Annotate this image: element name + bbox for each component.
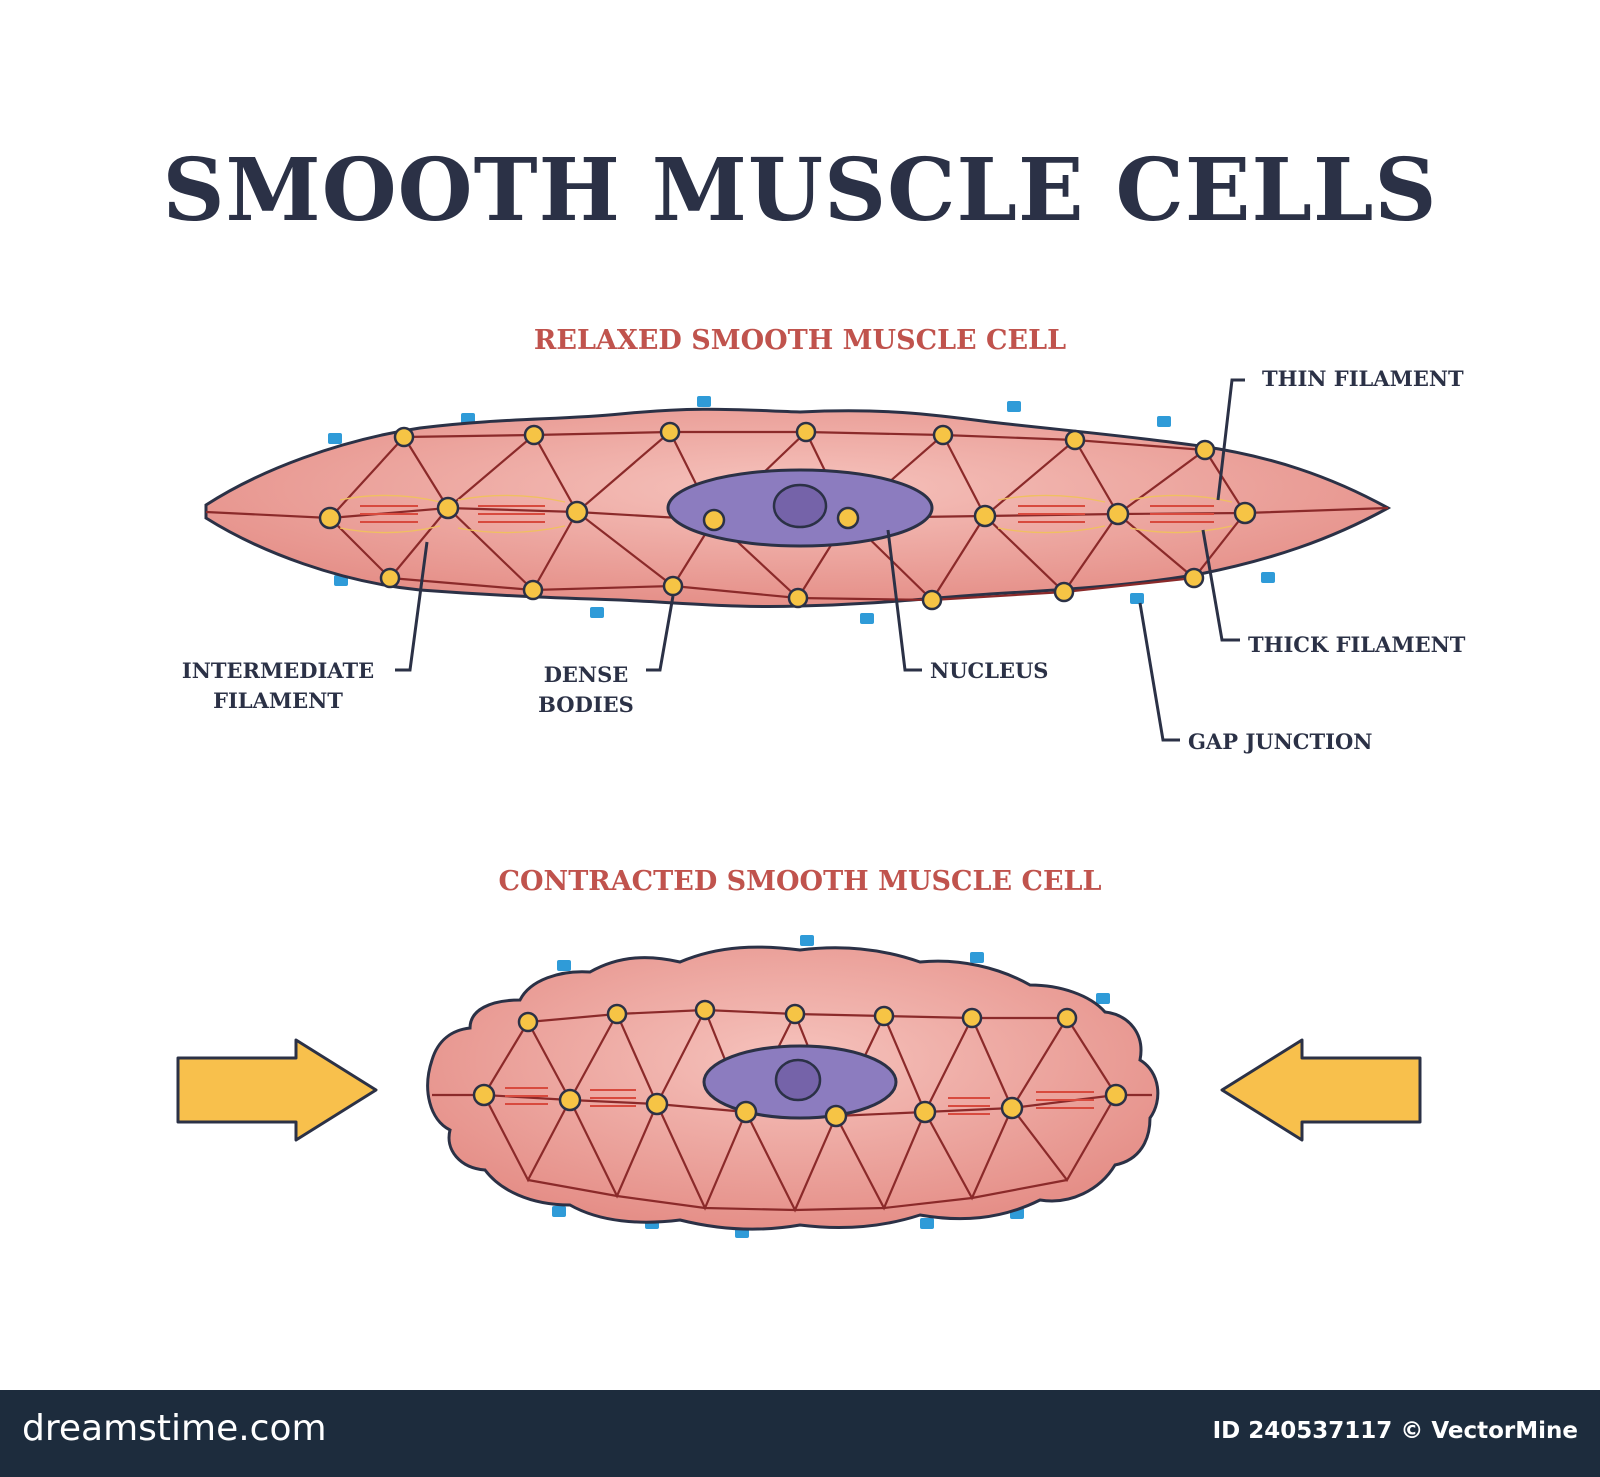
contracted-nucleolus	[774, 1058, 822, 1102]
right-compression-arrow	[1220, 1038, 1422, 1142]
relaxed-cell	[204, 378, 1392, 742]
dense-bodies-leader	[646, 595, 675, 672]
footer-brand[interactable]: dreamstime.com	[22, 1408, 327, 1449]
label-thick-filament: THICK FILAMENT	[1248, 632, 1466, 657]
left-compression-arrow	[176, 1038, 378, 1142]
label-thin-filament: THIN FILAMENT	[1262, 366, 1464, 391]
label-gap-junction: GAP JUNCTION	[1188, 729, 1373, 754]
nucleus-leader	[886, 529, 922, 672]
label-intermediate-filament-line2: FILAMENT	[213, 688, 343, 713]
diagram-stage: SMOOTH MUSCLE CELLS RELAXED SMOOTH MUSCL…	[162, 140, 1466, 1238]
diagram-illustration	[176, 378, 1422, 1238]
relaxed-heading: RELAXED SMOOTH MUSCLE CELL	[533, 325, 1067, 356]
relaxed-leader-lines	[395, 378, 1245, 742]
relaxed-dense-bodies	[318, 421, 1257, 611]
relaxed-gap-junctions	[328, 396, 1275, 624]
contracted-thick-filaments	[505, 1087, 1094, 1115]
label-dense-bodies: DENSE BODIES	[534, 660, 638, 720]
label-nucleus: NUCLEUS	[930, 658, 1049, 683]
footer-image-id: ID 240537117 © VectorMine	[1212, 1418, 1578, 1444]
relaxed-nucleolus	[772, 483, 828, 529]
contracted-dense-bodies	[472, 999, 1128, 1128]
thick-filament-leader	[1201, 529, 1240, 642]
intermediate-filament-leader	[395, 541, 429, 672]
contracted-cell	[426, 935, 1160, 1238]
main-title: SMOOTH MUSCLE CELLS	[162, 140, 1438, 241]
label-intermediate-filament-line1: INTERMEDIATE	[181, 658, 375, 683]
relaxed-thick-filaments	[360, 505, 1214, 523]
label-dense-bodies-line2: BODIES	[538, 692, 634, 717]
relaxed-thin-filaments	[339, 494, 1233, 534]
contracted-heading: CONTRACTED SMOOTH MUSCLE CELL	[498, 866, 1102, 897]
footer-bar: dreamstime.com ID 240537117 © VectorMine	[0, 1390, 1600, 1477]
gap-junction-leader	[1138, 602, 1180, 742]
label-dense-bodies-line1: DENSE	[543, 662, 629, 687]
label-intermediate-filament: INTERMEDIATE FILAMENT	[168, 656, 388, 716]
thin-filament-leader	[1216, 378, 1245, 501]
